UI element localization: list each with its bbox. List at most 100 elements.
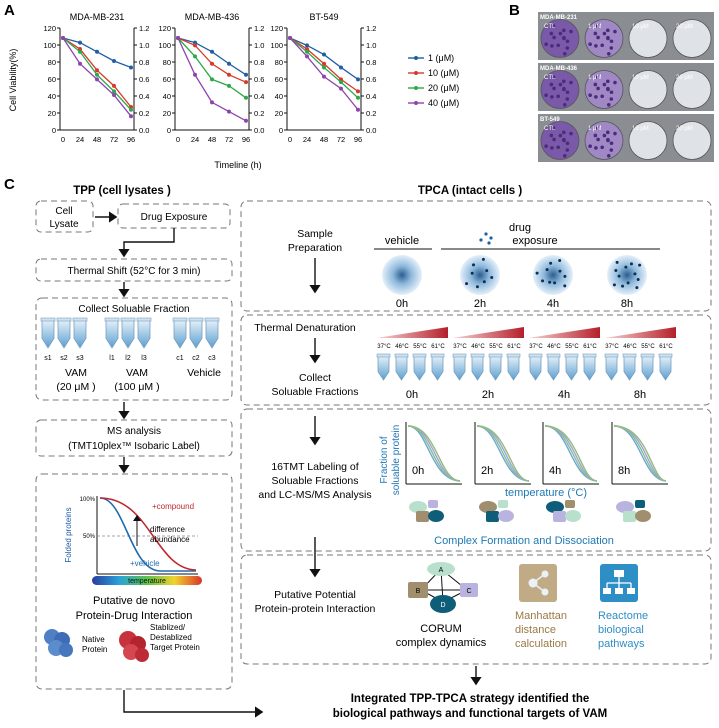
- colony-dot: [596, 86, 600, 91]
- y2-tick-label: 0.4: [139, 92, 149, 101]
- y2-tick-label: 0.6: [254, 75, 264, 84]
- series-line: [62, 37, 132, 108]
- microtube-icon: [623, 355, 636, 381]
- colony-dot: [595, 126, 600, 130]
- colony-dot: [588, 144, 592, 149]
- colony-dot: [565, 39, 570, 44]
- cell-lysate-line1: Cell: [55, 206, 72, 217]
- chart-title: MDA-MB-231: [70, 12, 125, 22]
- native-label-1: Native: [82, 635, 105, 644]
- drug-dot: [614, 269, 618, 273]
- y-tick-label: 60: [48, 75, 56, 84]
- colony-dot: [565, 97, 570, 101]
- microtube-icon: [605, 355, 618, 381]
- colony-dot: [596, 35, 600, 40]
- drug-dot: [545, 268, 549, 272]
- group2-conc: (100 μM ): [114, 381, 159, 393]
- difference-label-2: abundance: [150, 535, 190, 544]
- microtube-icon: [507, 355, 520, 381]
- melt-curve: [613, 425, 667, 482]
- colony-row-label: MDA-MB-231: [540, 15, 578, 21]
- series-line: [62, 37, 132, 117]
- fraction-ylabel-2: soluable protein: [391, 425, 402, 496]
- ms-label-2: (TMT10plex™ Isobaric Label): [68, 441, 200, 452]
- complex-subunit: [479, 501, 497, 513]
- ppi-label-2: Protein-protein Interaction: [255, 603, 376, 615]
- data-point: [95, 77, 99, 82]
- well-label: 20 μM: [676, 24, 693, 30]
- colony-well: [628, 121, 668, 160]
- well-label: 10 μM: [632, 126, 649, 132]
- native-label-2: Protein: [82, 645, 107, 654]
- data-point: [78, 40, 82, 45]
- reactome-label-2: biological: [598, 624, 644, 636]
- arrow: [123, 690, 264, 718]
- microtube-cap: [582, 353, 597, 358]
- drug-dot: [626, 281, 630, 285]
- colony-dot: [565, 148, 570, 152]
- colony-well: [540, 121, 580, 160]
- x-tick-label: 24: [191, 135, 199, 144]
- drug-dot: [635, 286, 639, 290]
- collect-fraction-box: [35, 297, 233, 401]
- microtube-icon: [189, 319, 203, 349]
- tmt-label-3: and LC-MS/MS Analysis: [258, 489, 371, 501]
- colony-well: [628, 19, 668, 58]
- drug-dot: [633, 272, 637, 276]
- microtube-icon: [377, 355, 390, 381]
- reactome-label-1: Reactome: [598, 610, 648, 622]
- colony-well: [584, 70, 624, 109]
- colony-dot: [594, 146, 598, 150]
- colony-dot: [606, 102, 611, 107]
- x-tick-label: 0: [176, 135, 180, 144]
- colony-dot: [565, 141, 570, 146]
- colony-well: [672, 19, 712, 58]
- colony-dot: [609, 90, 614, 95]
- complex-subunit: [428, 500, 438, 508]
- colony-dot: [562, 102, 567, 107]
- complex-subunit: [635, 500, 645, 508]
- temp-label: 46°C: [471, 344, 485, 350]
- y2-tick-label: 0.0: [254, 126, 264, 135]
- colony-dot: [588, 93, 592, 98]
- temp-label: 37°C: [529, 344, 543, 350]
- curve-ylabel: Folded proteins: [64, 507, 73, 562]
- x-tick-label: 24: [303, 135, 311, 144]
- data-point: [210, 100, 214, 105]
- timepoint-label: 8h: [634, 389, 646, 401]
- microtube-cap: [104, 317, 120, 322]
- microtube-cap: [376, 353, 391, 358]
- colony-dot: [544, 42, 548, 47]
- y2-tick-label: 0.2: [139, 109, 149, 118]
- colony-dot: [558, 82, 563, 87]
- microtube-icon: [73, 319, 87, 349]
- melt-curve: [407, 425, 461, 482]
- collect-label-2: Soluable Fractions: [272, 386, 359, 398]
- data-point: [322, 52, 326, 57]
- conclusion-line-2: biological pathways and functional targe…: [333, 708, 608, 720]
- drug-dot: [548, 280, 552, 284]
- colony-dot: [609, 39, 614, 44]
- complex-subunit: [565, 510, 581, 522]
- drug-dot: [475, 285, 479, 289]
- well-label: CTL: [544, 24, 556, 30]
- legend-marker: [414, 56, 418, 60]
- legend-marker: [414, 86, 418, 90]
- colony-dot: [569, 131, 573, 136]
- tmt-label-1: 16TMT Labeling of: [271, 461, 358, 473]
- data-point: [193, 40, 197, 45]
- colony-dot: [562, 137, 566, 142]
- data-point: [356, 77, 360, 82]
- data-point: [129, 65, 133, 70]
- x-tick-label: 24: [76, 135, 84, 144]
- well-label: CTL: [544, 75, 556, 81]
- microtube-icon: [137, 319, 151, 349]
- colony-dot: [593, 82, 598, 87]
- drug-header-2: exposure: [512, 235, 557, 247]
- tube-label: s3: [76, 355, 84, 362]
- colony-dot: [562, 153, 567, 158]
- drug-dot: [563, 284, 567, 288]
- x-tick-label: 48: [208, 135, 216, 144]
- temp-label: 55°C: [565, 344, 579, 350]
- data-point: [129, 107, 133, 112]
